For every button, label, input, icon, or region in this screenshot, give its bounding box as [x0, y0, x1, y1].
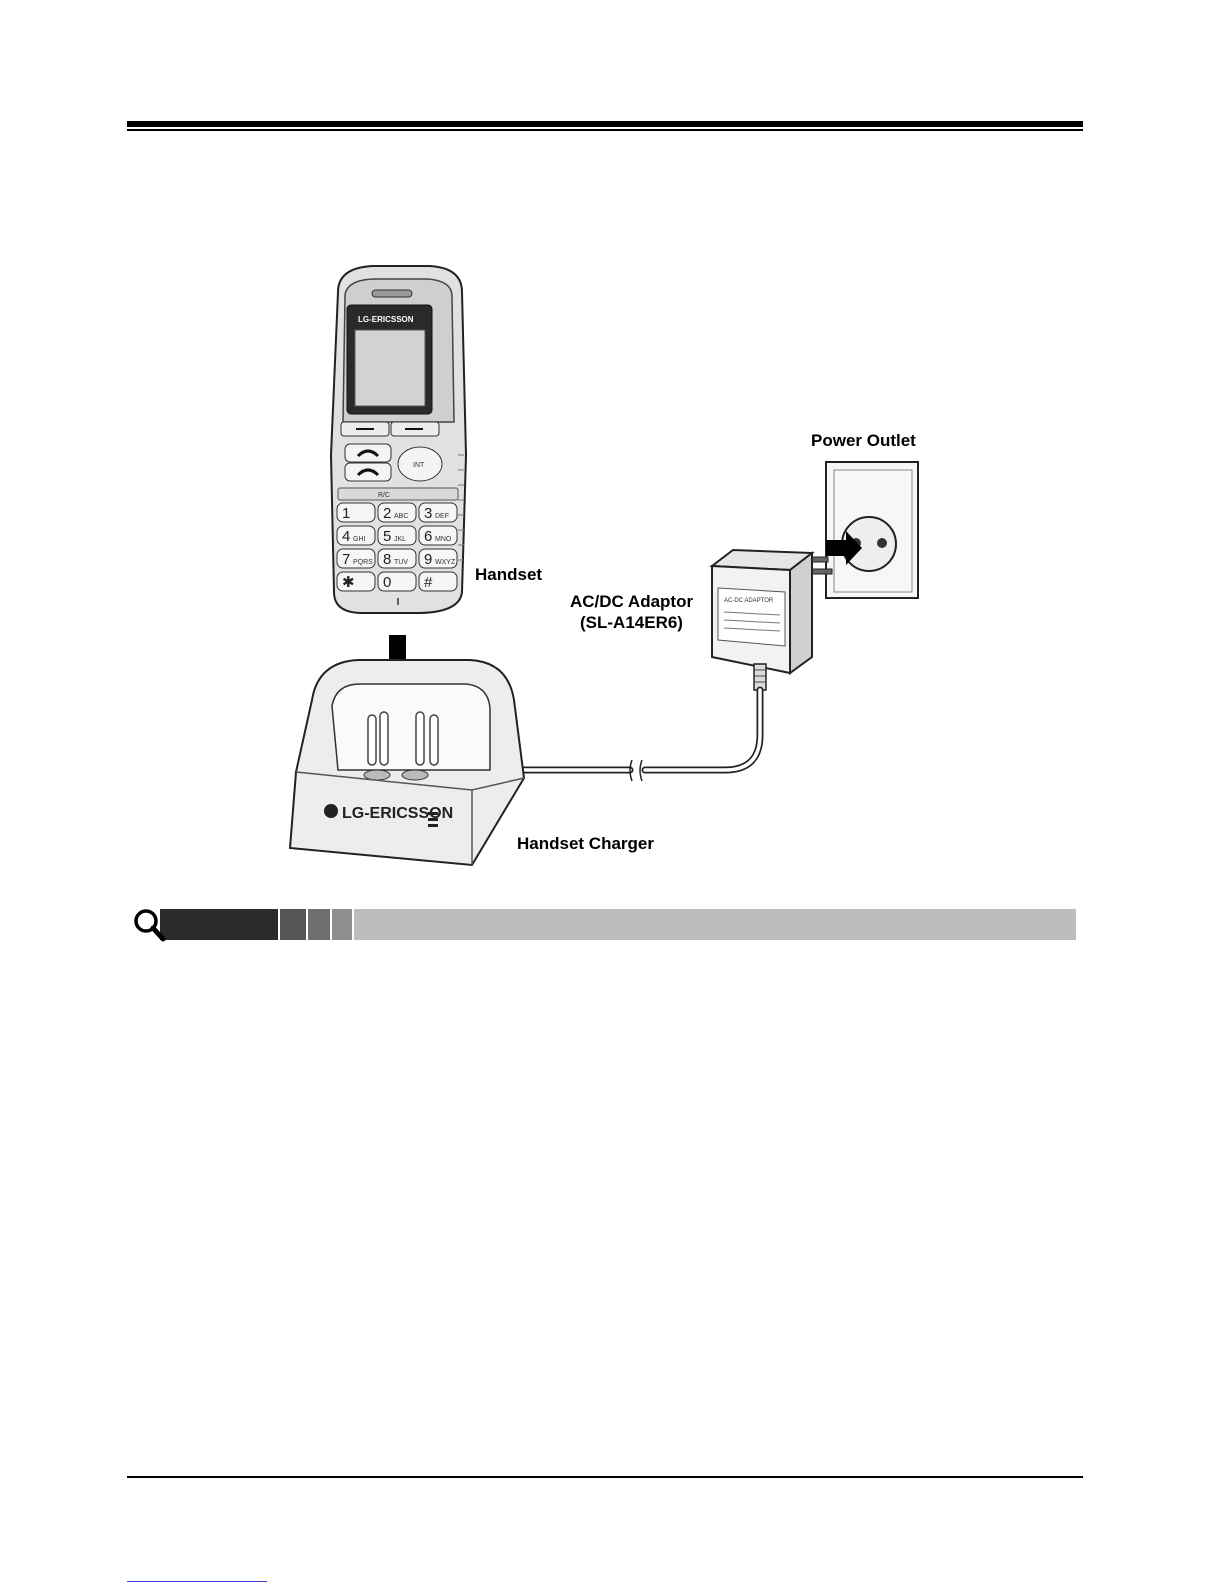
keypad-key-letters: DEF — [435, 513, 449, 520]
keypad-key-digit: 5 — [383, 528, 391, 545]
adaptor-label-line2: (SL-A14ER6) — [580, 613, 683, 632]
keypad-key-digit: 0 — [383, 574, 391, 591]
handset-charger: LG-ERICSSON — [290, 660, 524, 865]
talk-key — [345, 444, 391, 462]
keypad-key: # — [419, 572, 457, 591]
keypad-key: 1 — [337, 503, 375, 522]
power-outlet — [826, 462, 918, 598]
keypad-key-digit: 9 — [424, 551, 432, 568]
keypad-key-digit: # — [424, 574, 433, 591]
keypad-key-digit: ✱ — [342, 574, 355, 591]
adaptor-plate-text: AC-DC ADAPTOR — [724, 598, 774, 604]
keypad-key-digit: 7 — [342, 551, 350, 568]
adaptor-label-line1: AC/DC Adaptor — [570, 592, 693, 611]
ac-dc-adaptor: AC-DC ADAPTOR — [712, 550, 832, 690]
keypad-key-letters: TUV — [394, 559, 408, 566]
handset-label: Handset — [475, 565, 542, 584]
footer-link-underline — [127, 1581, 267, 1582]
keypad-key-digit: 4 — [342, 528, 350, 545]
keypad-key-letters: MNO — [435, 536, 452, 543]
magnifier-icon — [136, 911, 163, 939]
note-header-bar — [132, 908, 1078, 942]
charger-label: Handset Charger — [517, 834, 654, 853]
keypad-key-letters: GHI — [353, 536, 366, 543]
keypad-key-letters: ABC — [394, 513, 408, 520]
footer-rule — [127, 1476, 1083, 1478]
keypad-key-letters: WXYZ — [435, 559, 456, 566]
keypad-key-digit: 2 — [383, 505, 391, 522]
power-outlet-label: Power Outlet — [811, 431, 916, 450]
keypad-key: 0 — [378, 572, 416, 591]
keypad-key-letters: PQRS — [353, 559, 373, 566]
keypad-key-digit: 1 — [342, 505, 350, 522]
nav-center-label: INT — [413, 462, 425, 469]
keypad-key: ✱ — [337, 572, 375, 591]
keypad-key-letters: JKL — [394, 536, 406, 543]
keypad-key-digit: 6 — [424, 528, 432, 545]
keypad-key-digit: 3 — [424, 505, 432, 522]
keypad-key-digit: 8 — [383, 551, 391, 568]
rc-key-label: R/C — [378, 492, 390, 499]
power-cable — [522, 690, 760, 781]
end-key — [345, 463, 391, 481]
handset-brand: LG-ERICSSON — [358, 315, 414, 324]
